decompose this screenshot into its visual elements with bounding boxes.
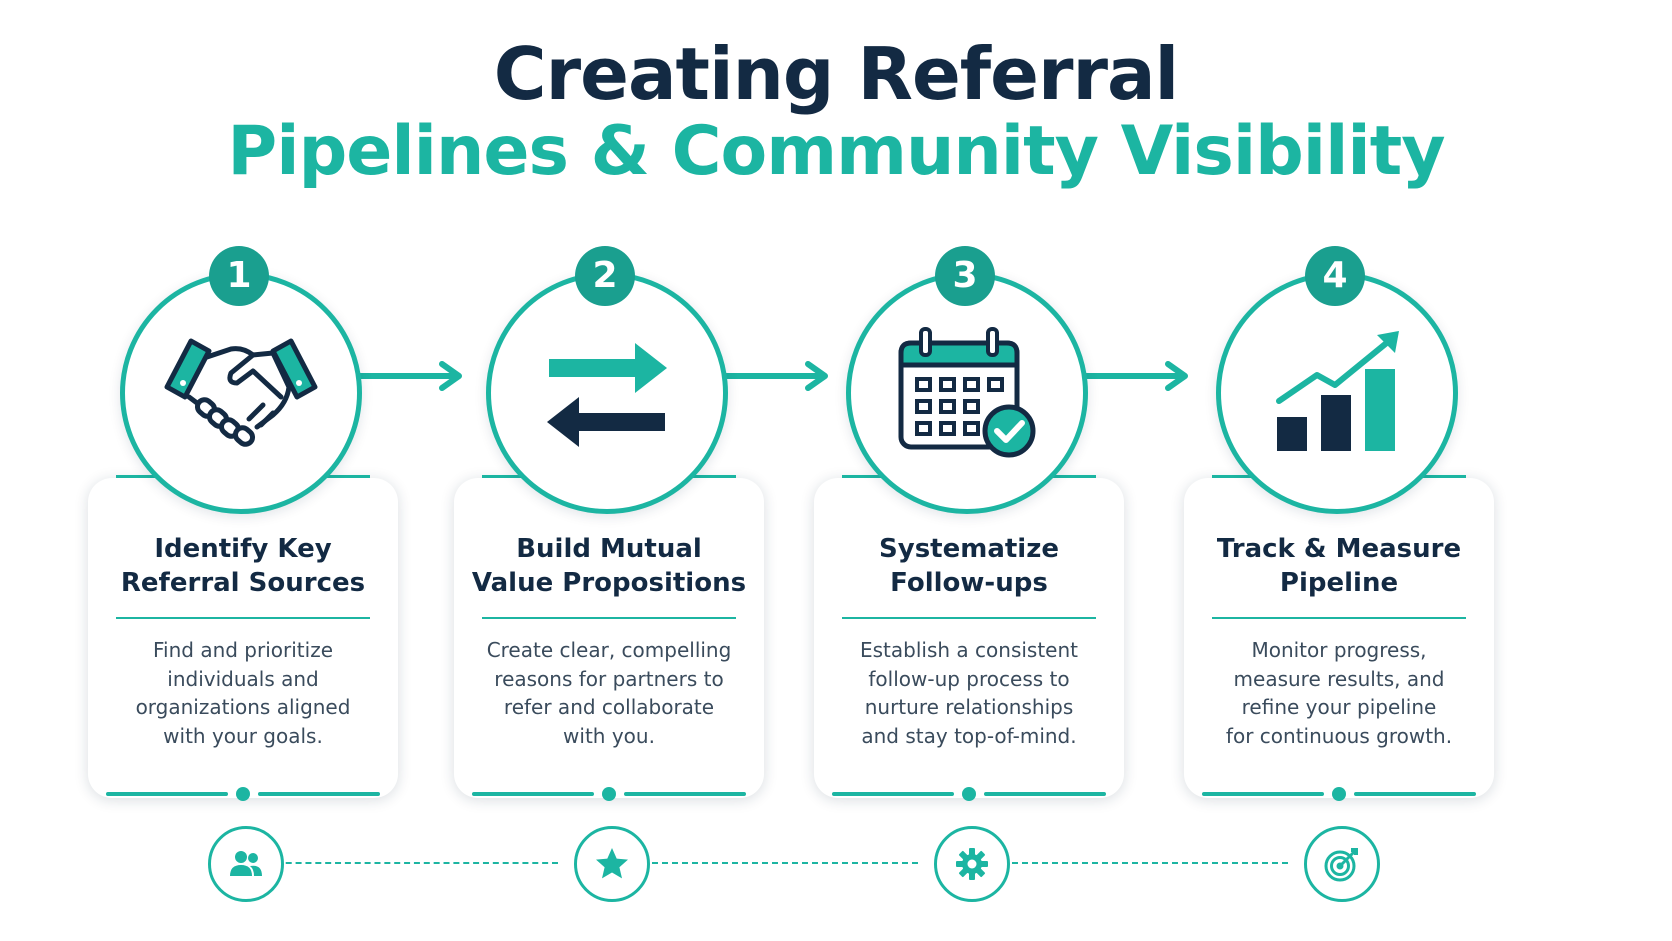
step-icon-circle: [1216, 272, 1458, 514]
gear-icon: [956, 848, 988, 880]
card-divider: [842, 617, 1096, 619]
card-bottom-line: [258, 792, 380, 796]
dashed-connector: [992, 862, 1288, 864]
card-divider: [1212, 617, 1466, 619]
title-line-1: Creating Referral: [493, 32, 1179, 116]
step-title: Track & Measure Pipeline: [1194, 532, 1484, 600]
desc-line: organizations aligned: [135, 695, 351, 719]
people-icon: [230, 851, 262, 876]
step-number-badge: 3: [935, 246, 995, 306]
handshake-icon: [164, 338, 318, 447]
step-title-line: Follow-ups: [890, 568, 1048, 598]
sub-icon-circle: [208, 826, 284, 902]
card-bottom-dot: [1332, 787, 1346, 801]
card-bottom-line: [1202, 792, 1324, 796]
arrow-right-icon: [1082, 361, 1188, 391]
card-bottom-dot: [962, 787, 976, 801]
dashed-connector: [632, 862, 918, 864]
step-card: [88, 478, 398, 798]
arrow-right-icon: [722, 361, 828, 391]
step-title-line: Pipeline: [1279, 568, 1399, 598]
step-description: Monitor progress, measure results, and r…: [1204, 636, 1474, 750]
step-card: [1184, 478, 1494, 798]
desc-line: refine your pipeline: [1241, 695, 1437, 719]
step-title: Identify Key Referral Sources: [98, 532, 388, 600]
card-bottom-dot: [236, 787, 250, 801]
step-description: Establish a consistent follow-up process…: [834, 636, 1104, 750]
desc-line: and stay top-of-mind.: [861, 723, 1077, 748]
desc-line: follow-up process to: [868, 666, 1070, 691]
card-divider: [482, 617, 736, 619]
sub-icon-circle: [574, 826, 650, 902]
step-title: Systematize Follow-ups: [824, 532, 1114, 600]
card-bottom-line: [984, 792, 1106, 796]
target-icon: [1324, 848, 1358, 882]
desc-line: with you.: [563, 723, 655, 748]
sub-icon-circle: [934, 826, 1010, 902]
calendar-check-icon: [898, 327, 1036, 458]
step-number-badge: 2: [575, 246, 635, 306]
card-bottom-line: [1354, 792, 1476, 796]
card-bottom-dot: [602, 787, 616, 801]
arrow-right-icon: [356, 361, 462, 391]
desc-line: Create clear, compelling: [486, 638, 732, 662]
star-icon: [596, 848, 628, 879]
card-divider: [116, 617, 370, 619]
step-4: 4 Track & Measure Pipeline Monitor progr…: [1184, 0, 1494, 941]
title-line-2: Pipelines & Community Visibility: [227, 112, 1445, 191]
desc-line: measure results, and: [1233, 666, 1445, 691]
growth-chart-icon: [1276, 331, 1399, 451]
step-card: [814, 478, 1124, 798]
step-title-line: Systematize: [879, 534, 1059, 564]
step-description: Find and prioritize individuals and orga…: [108, 636, 378, 750]
card-bottom-line: [106, 792, 228, 796]
desc-line: reasons for partners to: [494, 666, 724, 691]
step-icon-circle: [120, 272, 362, 514]
step-icon-circle: [486, 272, 728, 514]
exchange-arrows-icon: [547, 343, 667, 447]
card-bottom-line: [832, 792, 954, 796]
desc-line: nurture relationships: [864, 695, 1074, 719]
desc-line: refer and collaborate: [503, 695, 715, 719]
step-title: Build Mutual Value Propositions: [464, 532, 754, 600]
step-number-badge: 1: [209, 246, 269, 306]
desc-line: for continuous growth.: [1225, 723, 1453, 748]
step-card: [454, 478, 764, 798]
sub-icon-circle: [1304, 826, 1380, 902]
step-title-line: Value Propositions: [471, 568, 747, 598]
step-2: 2 Build Mutual Value Propositions Create…: [454, 0, 764, 941]
step-title-line: Referral Sources: [120, 568, 366, 598]
desc-line: Establish a consistent: [860, 638, 1078, 662]
step-number-badge: 4: [1305, 246, 1365, 306]
step-title-line: Track & Measure: [1216, 534, 1462, 564]
desc-line: with your goals.: [163, 723, 323, 748]
step-description: Create clear, compelling reasons for par…: [474, 636, 744, 750]
step-1: 1 Identify Key Referral Sources Find and…: [88, 0, 398, 941]
card-bottom-line: [472, 792, 594, 796]
step-3: 3 Systematize Follow-ups Establish a con…: [814, 0, 1124, 941]
desc-line: Monitor progress,: [1251, 638, 1427, 662]
card-bottom-line: [624, 792, 746, 796]
step-icon-circle: [846, 272, 1088, 514]
step-title-line: Identify Key: [154, 534, 332, 564]
step-title-line: Build Mutual: [516, 534, 702, 564]
desc-line: Find and prioritize: [152, 638, 333, 662]
desc-line: individuals and: [167, 666, 319, 691]
dashed-connector: [266, 862, 558, 864]
